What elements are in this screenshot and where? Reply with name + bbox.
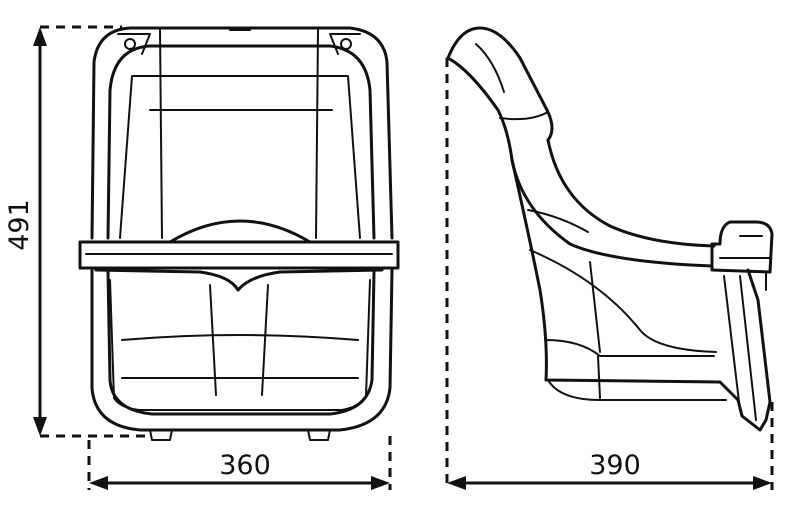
- side-depth-arrow-right: [753, 476, 772, 490]
- side-headrest: [446, 26, 554, 142]
- front-view-seat: [78, 26, 400, 441]
- side-depth-value: 390: [589, 450, 641, 481]
- height-arrow-top: [33, 27, 47, 46]
- front-outer-shell: [90, 26, 394, 432]
- front-lower-frame: [109, 279, 371, 411]
- mount-hole-left: [124, 38, 136, 50]
- front-width-arrow-left: [89, 476, 108, 490]
- front-crossbar: [78, 240, 400, 270]
- height-dimension: 491: [4, 25, 150, 438]
- height-value: 491: [4, 199, 35, 251]
- side-seat-body: [510, 158, 772, 432]
- side-depth-arrow-left: [447, 476, 466, 490]
- front-seat-dome: [168, 219, 312, 244]
- front-back-panel: [119, 75, 361, 239]
- front-width-value: 360: [219, 450, 271, 481]
- side-view-seat: [446, 26, 774, 432]
- front-inner-shell: [106, 44, 376, 416]
- side-depth-dimension: 390: [445, 58, 774, 490]
- mount-hole-right: [340, 38, 352, 50]
- height-arrow-bottom: [33, 417, 47, 436]
- side-crossbar-clip: [710, 220, 774, 274]
- side-backrest-outer: [546, 138, 716, 248]
- side-backrest-inner: [510, 158, 714, 268]
- front-width-dimension: 360: [87, 436, 392, 490]
- front-width-arrow-right: [371, 476, 390, 490]
